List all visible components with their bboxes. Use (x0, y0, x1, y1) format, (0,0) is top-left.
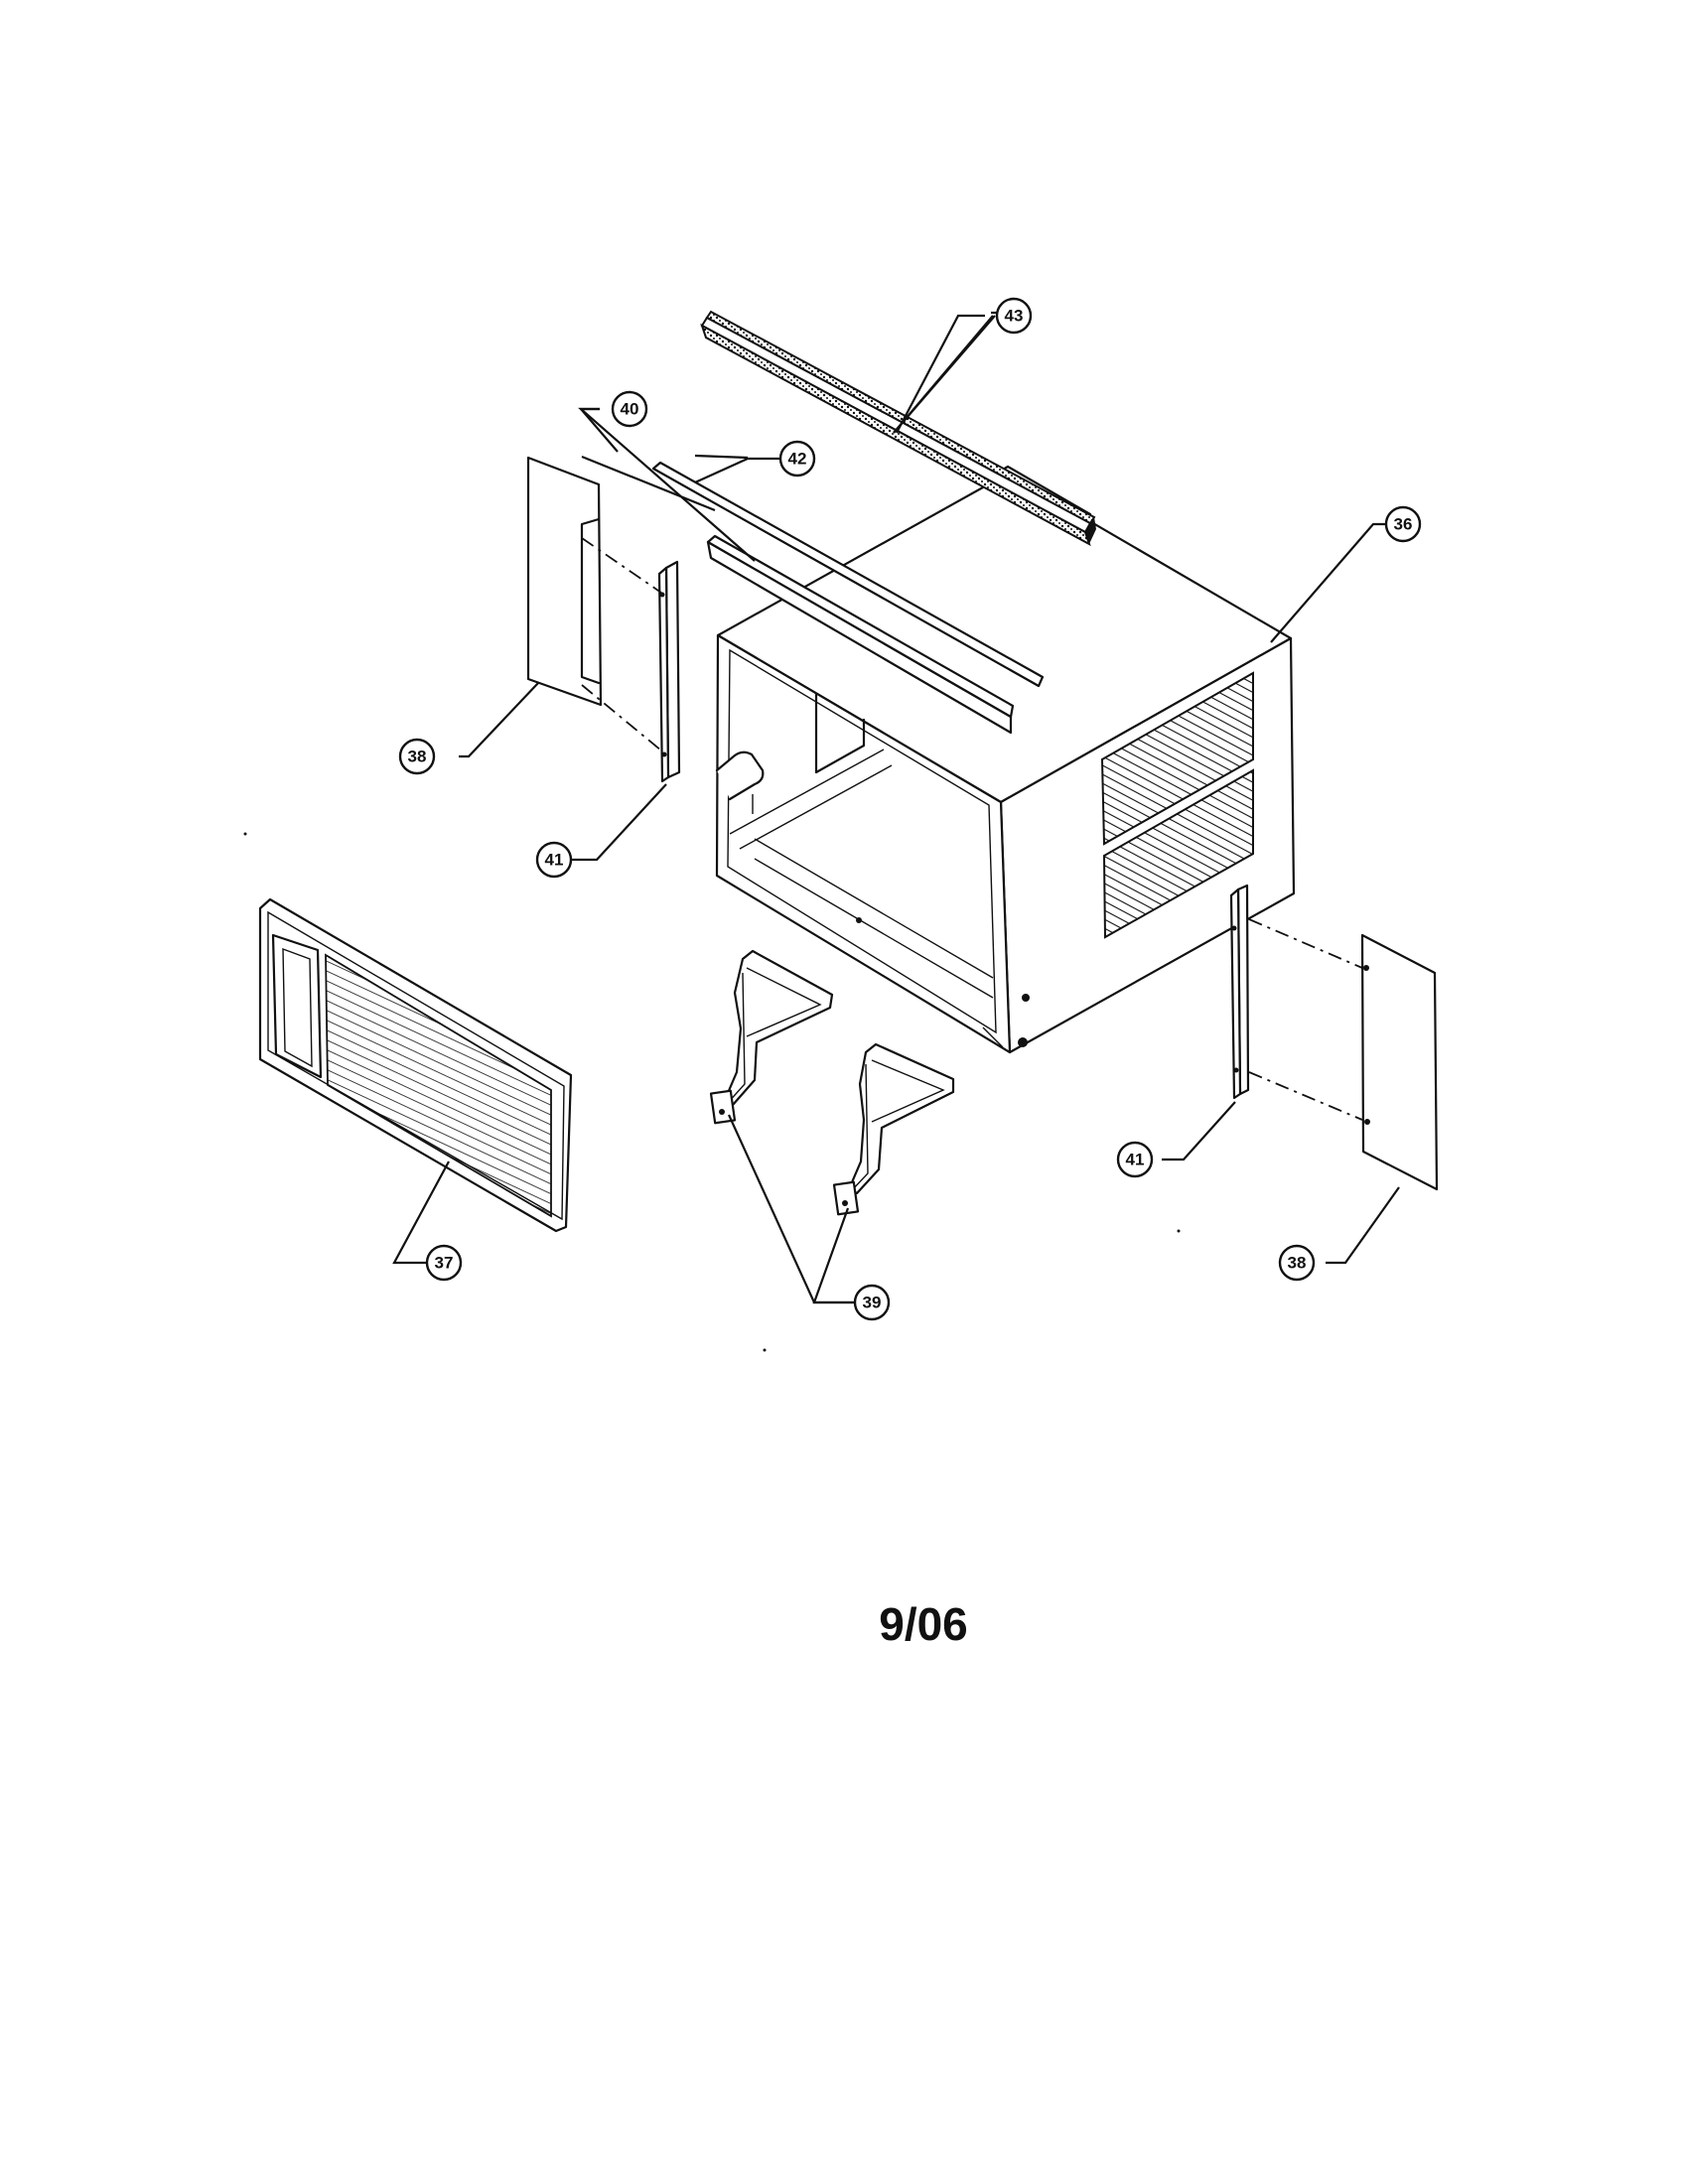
callout-42: 42 (778, 440, 816, 478)
top-rail-part-42 (651, 461, 1045, 688)
callout-43: 43 (995, 297, 1033, 335)
callout-36: 36 (1384, 505, 1422, 543)
callout-38-left: 38 (398, 738, 436, 775)
support-brackets-part-39 (709, 949, 955, 1216)
callout-42-label: 42 (788, 450, 807, 469)
date-code: 9/06 (879, 1598, 968, 1650)
seal-strip-part-43 (700, 310, 1096, 547)
callout-36-label: 36 (1394, 515, 1413, 534)
callout-40-label: 40 (621, 400, 639, 419)
cabinet-part-36 (715, 465, 1296, 1054)
callout-40: 40 (611, 390, 648, 428)
callout-41-right-label: 41 (1126, 1151, 1145, 1169)
callout-39-label: 39 (863, 1294, 882, 1312)
side-curtain-right-part-38 (1360, 933, 1439, 1191)
callout-37-label: 37 (435, 1254, 454, 1273)
front-grille-part-37 (258, 897, 573, 1233)
callout-39: 39 (853, 1284, 891, 1321)
angle-bracket-part-40 (706, 534, 1015, 735)
callout-41-left-label: 41 (545, 851, 564, 870)
side-curtain-left-part-38 (526, 456, 603, 707)
callout-38-right: 38 (1278, 1244, 1316, 1282)
callout-41-right: 41 (1116, 1141, 1154, 1178)
callout-41-left: 41 (535, 841, 573, 879)
callout-43-label: 43 (1005, 307, 1024, 326)
callout-38-right-label: 38 (1288, 1254, 1307, 1273)
curtain-frame-right-part-41 (1229, 884, 1250, 1100)
callout-38-left-label: 38 (408, 748, 427, 766)
callout-37: 37 (425, 1244, 463, 1282)
curtain-frame-left-part-41 (657, 560, 681, 783)
